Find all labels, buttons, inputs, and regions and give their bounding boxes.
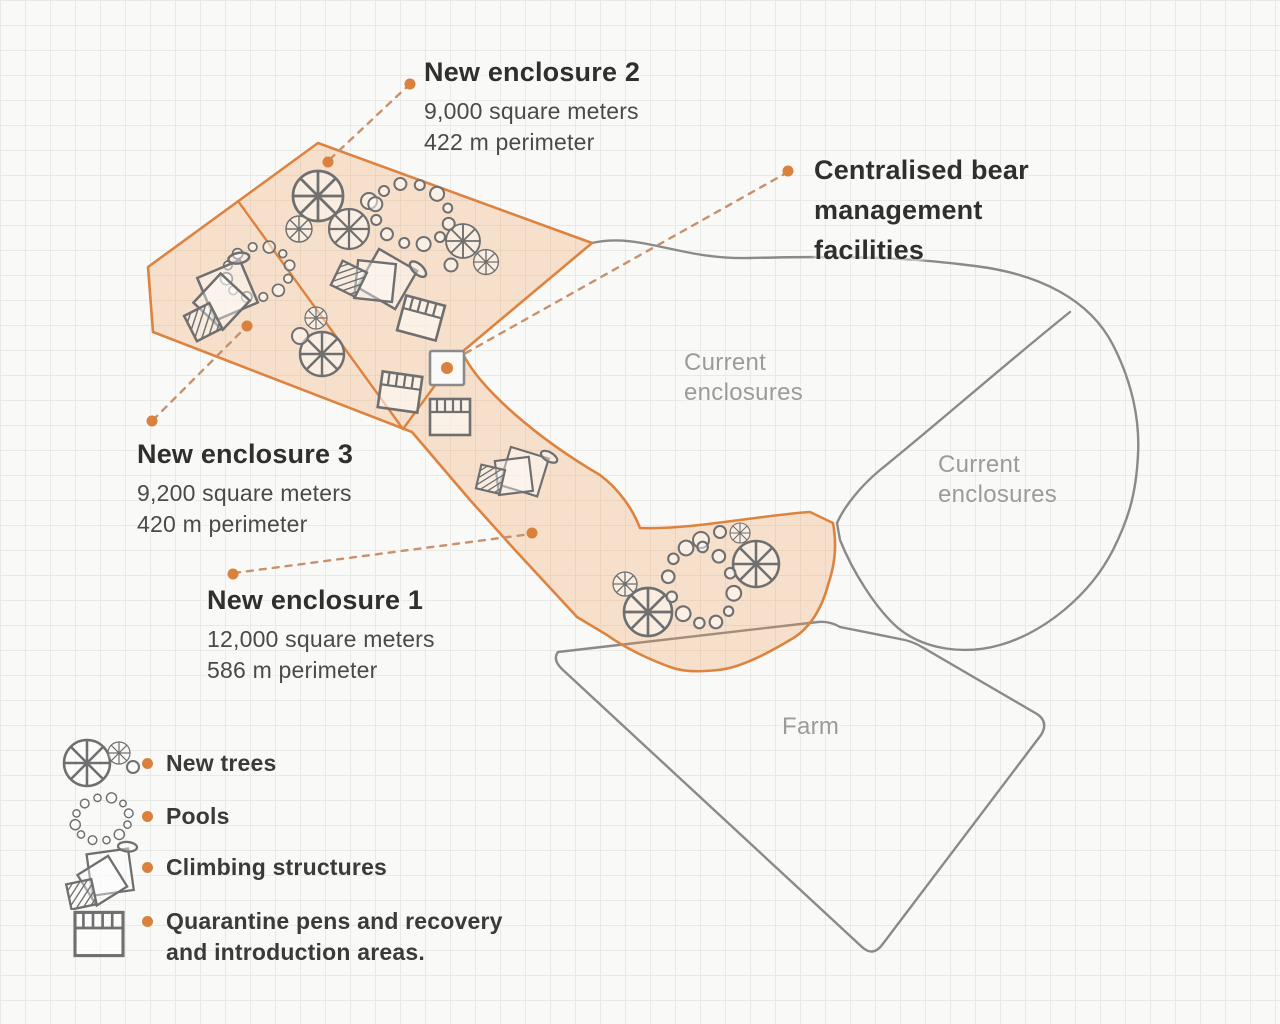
leader-enclosure2 bbox=[326, 82, 412, 163]
legend-label-quarantine-pens: Quarantine pens and recovery and introdu… bbox=[166, 908, 503, 965]
enclosure1-title: New enclosure 1 bbox=[207, 585, 424, 615]
new-enclosures-area bbox=[146, 141, 837, 673]
legend-label-pools: Pools bbox=[166, 803, 230, 829]
label-farm: Farm bbox=[782, 713, 840, 740]
legend-label-new-trees: New trees bbox=[166, 750, 277, 776]
enclosure3-area: 9,200 square meters bbox=[137, 480, 352, 506]
legend-label-climbing-structures: Climbing structures bbox=[166, 854, 388, 880]
label-new-enclosure-3: New enclosure 3 9,200 square meters 420 … bbox=[137, 438, 353, 540]
label-current-enclosures-2: Current enclosures bbox=[938, 451, 1058, 508]
current-enclosures-outline bbox=[590, 239, 1140, 652]
label-current-enclosures-1: Current enclosures bbox=[684, 349, 804, 406]
legend-bullet bbox=[142, 916, 153, 927]
enclosure3-title: New enclosure 3 bbox=[137, 439, 354, 469]
leader-dots bbox=[146, 78, 794, 580]
current-enclosures-divider bbox=[835, 310, 1072, 525]
enclosure1-perimeter: 586 m perimeter bbox=[207, 657, 378, 683]
quarantine-pen-icon bbox=[376, 370, 424, 414]
tree-icon bbox=[291, 306, 346, 378]
legend-bullet bbox=[142, 862, 153, 873]
enclosure1-area: 12,000 square meters bbox=[207, 626, 435, 652]
farm-area bbox=[554, 620, 1046, 953]
leader-facility bbox=[462, 170, 790, 356]
enclosure2-title: New enclosure 2 bbox=[424, 57, 641, 87]
tree-icon bbox=[62, 738, 140, 788]
tree-icon bbox=[443, 223, 500, 276]
enclosure2-area: 9,000 square meters bbox=[424, 98, 639, 124]
divider-enclosure-corridor bbox=[401, 382, 438, 431]
leader-enclosure1 bbox=[232, 532, 533, 575]
quarantine-pen-icon bbox=[428, 397, 472, 437]
leader-enclosure3 bbox=[151, 325, 248, 422]
legend-bullet bbox=[142, 811, 153, 822]
climbing-structure-icon bbox=[53, 838, 154, 910]
label-new-enclosure-1: New enclosure 1 12,000 square meters 586… bbox=[207, 584, 435, 686]
enclosure3-perimeter: 420 m perimeter bbox=[137, 511, 308, 537]
enclosure2-perimeter: 422 m perimeter bbox=[424, 129, 595, 155]
label-new-enclosure-2: New enclosure 2 9,000 square meters 422 … bbox=[424, 56, 640, 158]
legend-bullet bbox=[142, 758, 153, 769]
label-facility: Centralised bear management facilities bbox=[814, 155, 1029, 265]
quarantine-pen-icon bbox=[73, 910, 125, 958]
